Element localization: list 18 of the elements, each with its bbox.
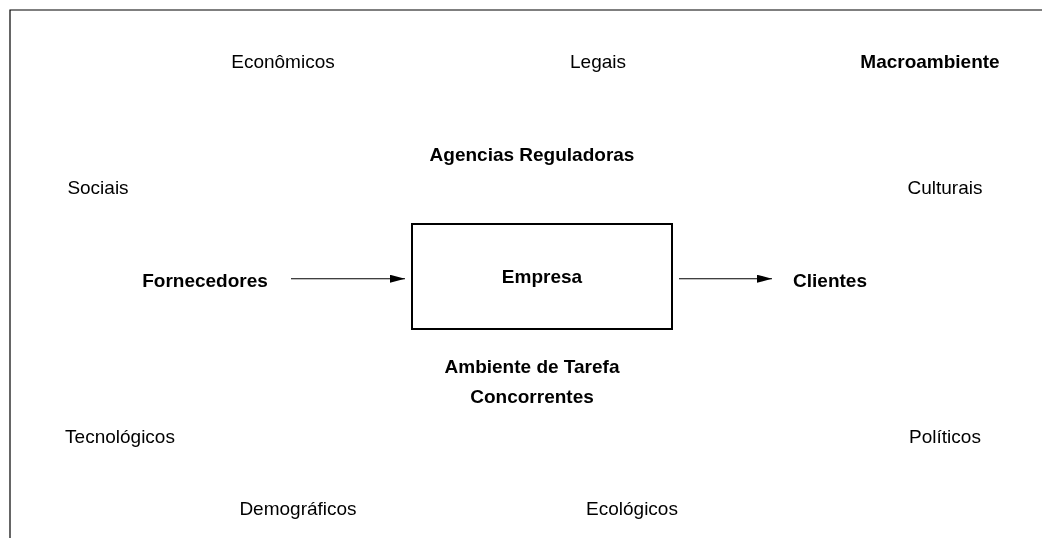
process-box	[411, 223, 673, 330]
factor-label: Sociais	[67, 177, 129, 199]
factor-label: Legais	[570, 51, 626, 73]
factor-label: Ecológicos	[586, 498, 678, 520]
box-label: Empresa	[501, 265, 583, 288]
node-label: Fornecedores	[125, 268, 285, 294]
factor-label: Econômicos	[231, 51, 335, 73]
factor-label: Demográficos	[239, 498, 357, 520]
factor-label: Agencias Reguladoras	[429, 144, 635, 166]
arrow	[290, 274, 406, 283]
factor-label: Macroambiente	[860, 51, 1000, 73]
factor-label: Culturais	[907, 177, 983, 199]
factor-label: Ambiente de Tarefa	[444, 356, 620, 378]
factor-label: Políticos	[909, 426, 981, 448]
arrow	[678, 274, 773, 283]
factor-label: Concorrentes	[470, 386, 594, 408]
node-label: Clientes	[778, 268, 882, 294]
factor-label: Tecnológicos	[65, 426, 175, 448]
